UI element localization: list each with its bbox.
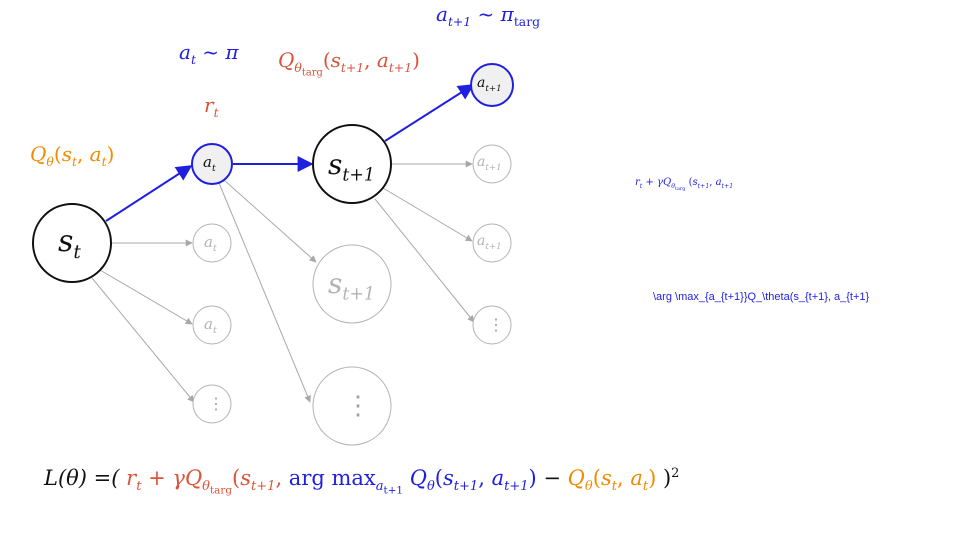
eq-lhs: L(θ) =( [44, 466, 120, 490]
node-at1-c [472, 223, 512, 263]
node-st1-main-label: st+1 [328, 148, 375, 186]
node-dots-mid [312, 366, 392, 446]
edge-st-at-main [105, 165, 193, 222]
eq-argmax-part: arg maxat+1 Qθ(st+1, at+1) [288, 466, 537, 497]
node-at1-b-label: at+1 [477, 154, 502, 173]
side-argmax-raw-latex: \arg \max_{a_{t+1}}Q_\theta(s_{t+1}, a_{… [653, 291, 870, 303]
label-at-sim-pi: at ~ π [179, 40, 239, 67]
edge-at-st1-gray [223, 179, 317, 263]
node-at-main-label: at [203, 153, 216, 174]
node-st1-gray [312, 244, 392, 324]
eq-target-part: rt + γQθtarg(st+1, [126, 466, 289, 497]
node-dots-left-label: ⋮ [208, 394, 224, 413]
label-reward: rt [204, 93, 219, 120]
node-at2 [192, 223, 232, 263]
node-at1-main-label: at+1 [477, 75, 502, 94]
edge-st1-at1-c [382, 187, 473, 242]
edge-st-at3 [99, 269, 193, 325]
node-dots-mid-label: ⋮ [345, 391, 371, 421]
node-st1-gray-label: st+1 [328, 267, 375, 305]
node-at1-c-label: at+1 [477, 233, 502, 252]
node-st [32, 203, 112, 283]
node-at1-b [472, 144, 512, 184]
edge-at-dots [218, 182, 311, 403]
eq-q-estimate: Qθ(st, at) [567, 466, 657, 495]
node-st-label: st [58, 224, 81, 263]
loss-equation: L(θ) =( rt + γQθtarg(st+1, arg maxat+1 Q… [44, 466, 680, 497]
node-at3-label: at [204, 315, 217, 336]
label-q-st-at: Qθ(st, at) [30, 142, 115, 169]
node-st1-main [312, 124, 392, 204]
label-at1-sim-pitarg: at+1 ~ πtarg [436, 2, 541, 29]
node-at1-main [470, 63, 514, 107]
node-at3 [192, 305, 232, 345]
node-at2-label: at [204, 233, 217, 254]
label-q-target: Qθtarg(st+1, at+1) [278, 48, 420, 79]
node-dots-right [472, 305, 512, 345]
node-dots-left [192, 384, 232, 424]
node-at-main [191, 143, 233, 185]
edge-st-dots [91, 277, 195, 403]
side-target-expression: rt + γQθtarg (st+1, at+1 [635, 177, 734, 193]
edge-st1-at1-main [384, 84, 475, 142]
edge-st1-dots [374, 198, 475, 323]
node-dots-right-label: ⋮ [488, 315, 504, 334]
